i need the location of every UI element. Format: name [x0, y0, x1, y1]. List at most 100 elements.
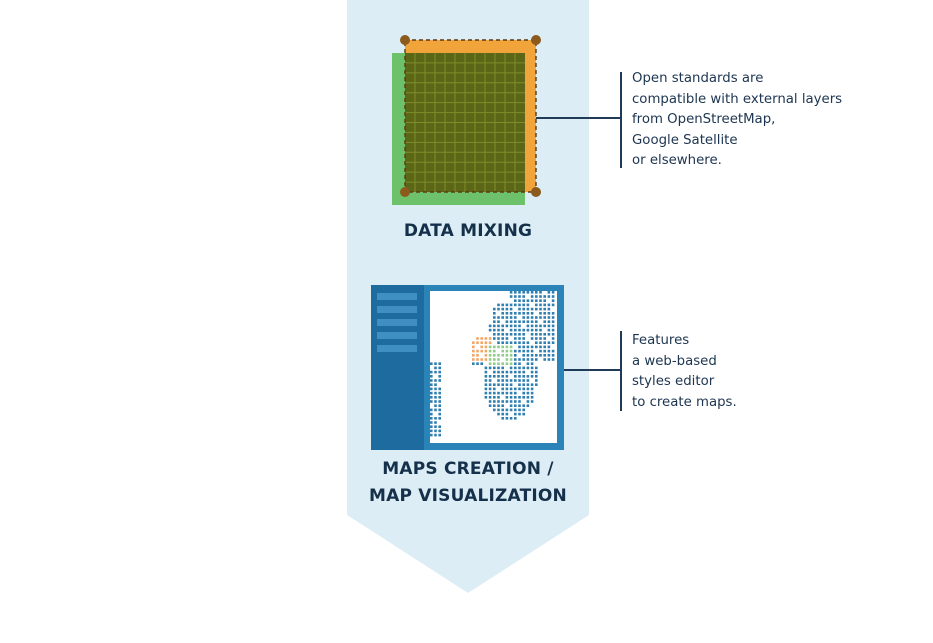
map-dot [551, 312, 555, 315]
map-dot [438, 379, 441, 382]
map-dot [493, 354, 496, 357]
map-dot [488, 387, 492, 391]
map-dot [438, 429, 441, 433]
vertex-bottom-right [531, 187, 541, 197]
map-dot [518, 341, 521, 344]
map-dot [501, 312, 504, 315]
map-dot [522, 408, 525, 412]
section-title-line: MAPS CREATION / [382, 459, 554, 479]
map-dot [505, 307, 509, 311]
map-dot [526, 341, 530, 344]
map-dot [530, 291, 534, 294]
map-dot [530, 307, 534, 311]
map-dot [476, 341, 479, 344]
map-dot [434, 433, 437, 437]
vertex-top-left [400, 35, 410, 45]
map-dot [539, 299, 542, 302]
map-dot [497, 345, 500, 349]
map-dot [522, 412, 525, 416]
map-dot [518, 412, 521, 416]
map-dot [497, 320, 500, 323]
map-dot [539, 341, 542, 344]
map-dot [488, 345, 492, 349]
map-dot [488, 400, 492, 403]
map-dot [505, 400, 509, 403]
map-dot [539, 295, 542, 298]
map-dot [522, 396, 525, 399]
map-dot [509, 295, 513, 298]
map-dot [543, 303, 546, 307]
map-dot [438, 400, 441, 403]
map-dot [539, 303, 542, 307]
map-dot [522, 291, 525, 294]
map-dot [522, 320, 525, 323]
map-dot [430, 429, 433, 433]
map-dot [514, 312, 517, 315]
map-dot [438, 408, 441, 412]
map-dot [509, 379, 513, 382]
map-dot [526, 400, 530, 403]
map-dot [518, 320, 521, 323]
map-dot [501, 417, 504, 420]
map-dot [522, 349, 525, 353]
map-dot [493, 375, 496, 378]
map-dot [438, 387, 441, 391]
map-dot [484, 379, 488, 382]
map-dot [535, 354, 538, 357]
map-dot [476, 349, 479, 353]
description-line: compatible with external layers [632, 91, 843, 107]
map-dot [530, 354, 534, 357]
map-dot [501, 324, 504, 328]
map-dot [484, 383, 488, 386]
vertex-bottom-left [400, 187, 410, 197]
map-dot [514, 400, 517, 403]
map-dot [530, 328, 534, 332]
map-dot [509, 320, 513, 323]
map-dot [514, 379, 517, 382]
map-dot [480, 337, 483, 340]
map-dot [551, 341, 555, 344]
map-dot [505, 341, 509, 344]
map-dot [476, 362, 479, 365]
map-dot [514, 396, 517, 399]
map-dot [501, 375, 504, 378]
map-dot [514, 391, 517, 395]
map-dot [522, 345, 525, 349]
map-dot [539, 354, 542, 357]
map-dot [539, 324, 542, 328]
map-dot [488, 379, 492, 382]
map-dot [434, 379, 437, 382]
map-dot [434, 404, 437, 407]
map-dot [497, 391, 500, 395]
map-dot [438, 412, 441, 416]
map-dot [522, 328, 525, 332]
map-dot [501, 362, 504, 365]
map-dot [551, 328, 555, 332]
map-dot [509, 387, 513, 391]
map-dot [526, 383, 530, 386]
map-dot [493, 404, 496, 407]
map-dot [522, 299, 525, 302]
map-dot [493, 362, 496, 365]
map-dot [518, 345, 521, 349]
map-dot [476, 358, 479, 361]
map-dot [526, 299, 530, 302]
map-dot [518, 358, 521, 361]
map-dot [518, 337, 521, 340]
map-dot [526, 366, 530, 370]
map-dot [526, 358, 530, 361]
map-dot [522, 375, 525, 378]
map-dot [434, 429, 437, 433]
map-dot [530, 312, 534, 315]
map-dot [530, 320, 534, 323]
map-dot [514, 295, 517, 298]
map-dot [480, 349, 483, 353]
map-dot [497, 370, 500, 374]
map-dot [539, 349, 542, 353]
map-dot [497, 354, 500, 357]
map-dot [472, 345, 475, 349]
map-dot [472, 362, 475, 365]
map-dot [430, 412, 433, 416]
map-dot [551, 337, 555, 340]
map-dot [501, 412, 504, 416]
